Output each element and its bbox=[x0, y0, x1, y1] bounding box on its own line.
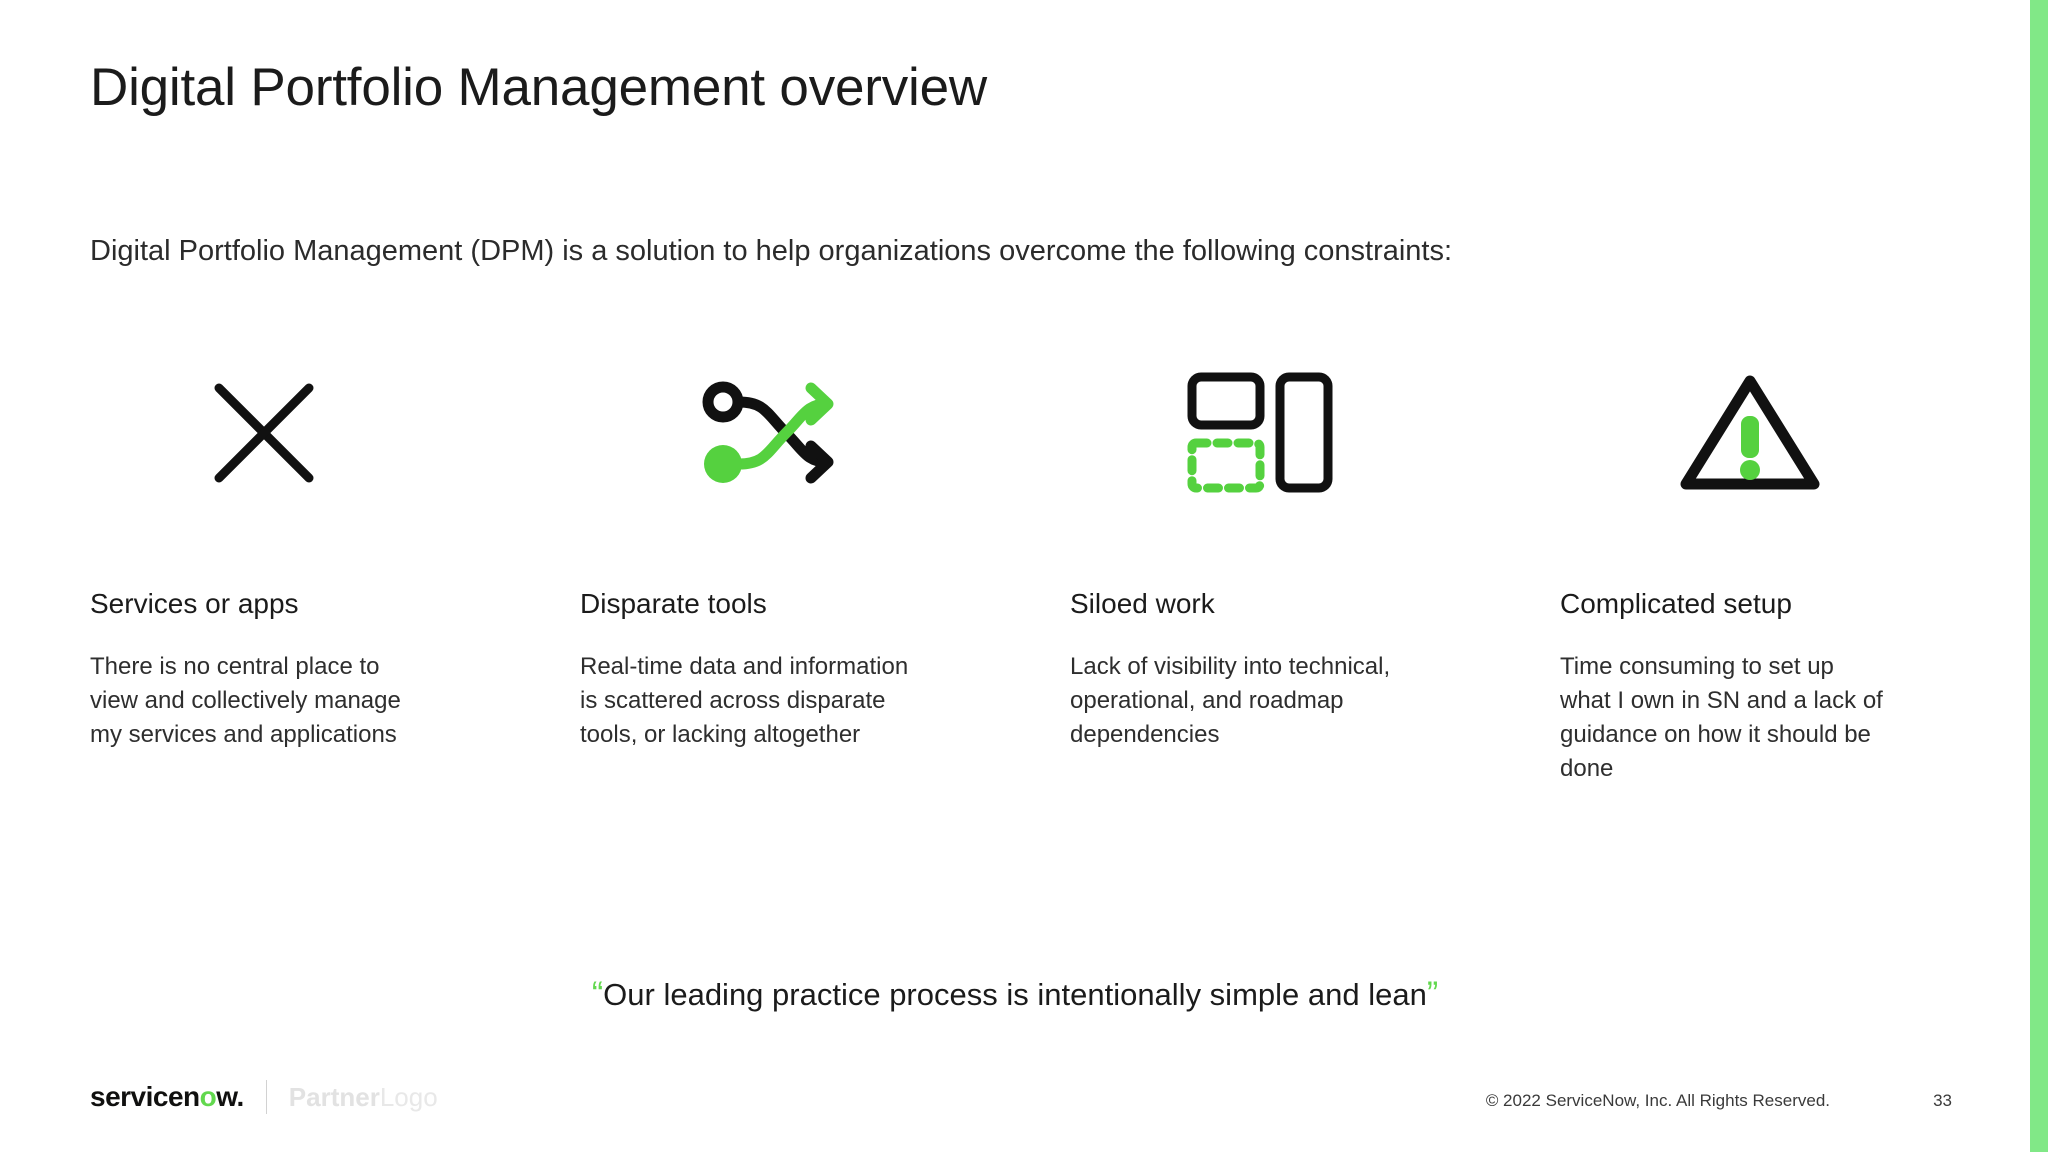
column-heading: Siloed work bbox=[1070, 588, 1215, 619]
copyright-text: © 2022 ServiceNow, Inc. All Rights Reser… bbox=[1485, 1091, 1830, 1110]
constraint-column-disparate-tools: Disparate tools Real-time data and infor… bbox=[580, 360, 1070, 786]
column-body: Real-time data and information is scatte… bbox=[580, 652, 909, 748]
column-body: There is no central place to view and co… bbox=[90, 652, 401, 748]
pull-quote: “Our leading practice process is intenti… bbox=[0, 975, 2030, 1014]
icon-slot bbox=[90, 360, 580, 510]
constraints-columns: Services or apps There is no central pla… bbox=[90, 360, 1970, 786]
icon-slot bbox=[1560, 360, 2048, 510]
icon-slot bbox=[1070, 360, 1560, 510]
logo-divider bbox=[265, 1080, 267, 1114]
constraint-column-complicated-setup: Complicated setup Time consuming to set … bbox=[1560, 360, 2048, 786]
column-body: Lack of visibility into technical, opera… bbox=[1070, 652, 1391, 748]
constraint-column-services-or-apps: Services or apps There is no central pla… bbox=[90, 360, 580, 786]
partner-logo-logo: Logo bbox=[379, 1081, 438, 1112]
quote-text: Our leading practice process is intentio… bbox=[603, 977, 1427, 1012]
page-title: Digital Portfolio Management overview bbox=[90, 58, 987, 117]
siloed-panels-icon bbox=[1185, 370, 1335, 500]
column-heading: Disparate tools bbox=[580, 588, 767, 619]
quote-close-mark: ” bbox=[1426, 975, 1439, 1013]
right-edge-green-bar bbox=[2030, 0, 2048, 1152]
servicenow-logo-green-o: o bbox=[199, 1081, 217, 1112]
servicenow-logo-pre: servicen bbox=[90, 1081, 200, 1112]
page-number: 33 bbox=[1933, 1091, 1952, 1110]
servicenow-logo-post: w. bbox=[216, 1081, 244, 1112]
partner-logo-partner: Partner bbox=[288, 1081, 380, 1112]
page-subtitle: Digital Portfolio Management (DPM) is a … bbox=[90, 235, 1453, 267]
x-cross-icon bbox=[205, 374, 323, 497]
constraint-column-siloed-work: Siloed work Lack of visibility into tech… bbox=[1070, 360, 1560, 786]
icon-slot bbox=[580, 360, 1070, 510]
column-heading: Services or apps bbox=[90, 588, 299, 619]
column-body: Time consuming to set up what I own in S… bbox=[1560, 652, 1883, 782]
quote-open-mark: “ bbox=[591, 975, 604, 1013]
shuffle-arrows-icon bbox=[695, 368, 845, 503]
column-heading: Complicated setup bbox=[1560, 588, 1792, 619]
warning-triangle-icon bbox=[1675, 369, 1825, 502]
partner-logo: PartnerLogo bbox=[289, 1082, 438, 1113]
